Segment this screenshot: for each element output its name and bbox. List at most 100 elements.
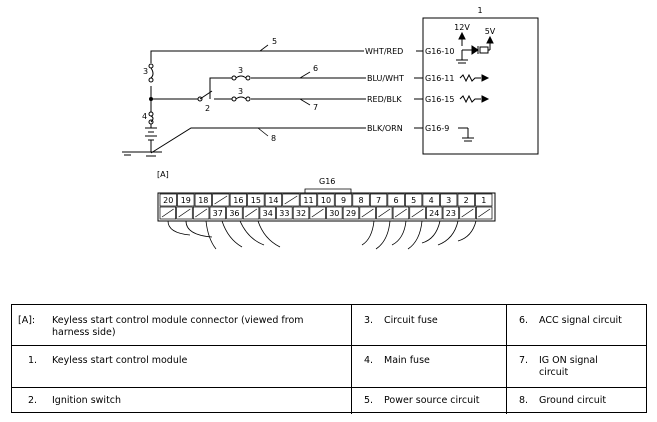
connector-pin-label: 18 [198, 196, 208, 205]
legend-key: 3. [364, 315, 374, 326]
connector-cell [457, 193, 475, 207]
legend-key: 6. [519, 315, 529, 326]
connector-empty-slot [378, 208, 391, 218]
connector-pin-label: 6 [394, 196, 399, 205]
pin-label-g16-10: G16-10 [425, 47, 454, 56]
legend-cell: 7. IG ON signal circuit [507, 345, 648, 387]
connector-latch [304, 188, 352, 193]
connector-cell [247, 193, 265, 207]
connector-cell [229, 193, 247, 207]
legend-key: [A]: [18, 315, 36, 326]
wire-color-blu-wht: BLU/WHT [367, 74, 404, 83]
legend-row: 1. Keyless start control module 4. Main … [12, 345, 646, 387]
pin-label-g16-15: G16-15 [425, 95, 454, 104]
connector-cell [387, 193, 405, 207]
wire-lines [122, 50, 423, 157]
connector-cell [334, 193, 353, 207]
connector-cell [259, 206, 276, 220]
legend-cell: 6. ACC signal circuit [507, 305, 648, 345]
voltage-5v-label: 5V [485, 27, 496, 36]
legend-text: Ignition switch [52, 395, 122, 406]
connector-cell [209, 206, 226, 220]
connector-pin-label: 33 [279, 209, 289, 218]
legend-key: 4. [364, 355, 374, 366]
connector-cell [242, 206, 260, 220]
connector-pin-label: 5 [411, 196, 416, 205]
legend-cell: 5. Power source circuit [352, 387, 507, 414]
connector-empty-slot [284, 195, 298, 205]
voltage-12v-label: 12V [454, 23, 470, 32]
connector-cell [376, 206, 393, 220]
wire-color-wht-red: WHT/RED [365, 47, 403, 56]
connector-empty-slot [161, 208, 174, 218]
connector-empty-slot [411, 208, 424, 218]
legend-text: Keyless start control module [52, 355, 188, 366]
connector-cell [359, 206, 376, 220]
wire-number-8: 8 [271, 134, 276, 143]
module-internal-circuit [456, 31, 494, 142]
connector-cell [299, 193, 318, 207]
connector-cell [226, 206, 243, 220]
connector-cell [342, 206, 360, 220]
connector-cell [264, 193, 283, 207]
connector-empty-slot [461, 208, 474, 218]
connector-pin-label: 15 [251, 196, 261, 205]
fuse-number-label: 3 [143, 67, 148, 76]
connector-empty-slot [178, 208, 191, 218]
connector-name: G16 [319, 177, 335, 186]
circuit-fuse-3-main-lower [148, 77, 154, 83]
connector-wire-bundle [167, 220, 477, 250]
connector-tag: [A] [157, 170, 169, 179]
connector-cell [276, 206, 293, 220]
legend-key: 2. [28, 395, 38, 406]
connector-pin-label: 29 [346, 209, 356, 218]
connector-pin-label: 4 [429, 196, 434, 205]
wiring-diagram: 1 12V 5V [122, 6, 539, 250]
legend-text: Ground circuit [539, 395, 607, 406]
legend-divider [12, 345, 646, 346]
legend-table: [A]: Keyless start control module connec… [11, 304, 647, 414]
legend-cell: 4. Main fuse [352, 345, 507, 387]
wire-color-red-blk: RED/BLK [367, 95, 402, 104]
legend-cell: 1. Keyless start control module [12, 345, 352, 387]
connector-cell [422, 193, 440, 207]
connector-cell [309, 206, 326, 220]
legend-cell: [A]: Keyless start control module connec… [12, 305, 352, 345]
legend-divider [12, 387, 646, 388]
wire-number-5: 5 [272, 37, 277, 46]
acc-fuse-number-label: 3 [238, 66, 243, 75]
connector-pin-label: 23 [446, 209, 456, 218]
main-fuse-number-label: 4 [142, 112, 147, 121]
connector-cell [159, 206, 176, 220]
connector-empty-slot [394, 208, 407, 218]
connector-pin-label: 37 [213, 209, 223, 218]
connector-cell [192, 206, 210, 220]
connector-cell [177, 193, 195, 207]
connector-body [157, 192, 496, 222]
connector-cell [405, 193, 423, 207]
ig-fuse-number-label: 3 [238, 87, 243, 96]
legend-key: 7. [519, 355, 529, 366]
connector-cell [159, 193, 177, 207]
connector-empty-slot [361, 208, 374, 218]
switch-number-label: 2 [205, 104, 210, 113]
connector-pin-label: 30 [329, 209, 339, 218]
legend-text: Circuit fuse [384, 315, 438, 326]
connector-cell [212, 193, 230, 207]
connector-pin-label: 3 [446, 196, 451, 205]
pin-label-g16-9: G16-9 [425, 124, 449, 133]
connector-pin-label: 34 [263, 209, 273, 218]
connector-cell [326, 206, 343, 220]
legend-row: [A]: Keyless start control module connec… [12, 305, 646, 345]
junction-dot [149, 97, 153, 101]
connector-pin-label: 8 [359, 196, 364, 205]
connector-cell [426, 206, 443, 220]
connector-pin-label: 19 [181, 196, 191, 205]
legend-cell: 3. Circuit fuse [352, 305, 507, 345]
fuse-and-switch-symbols [148, 63, 251, 125]
wire-number-7: 7 [313, 103, 318, 112]
connector-cell [409, 206, 426, 220]
connector-cell [369, 193, 388, 207]
circuit-fuse-3-main-upper [148, 63, 154, 69]
